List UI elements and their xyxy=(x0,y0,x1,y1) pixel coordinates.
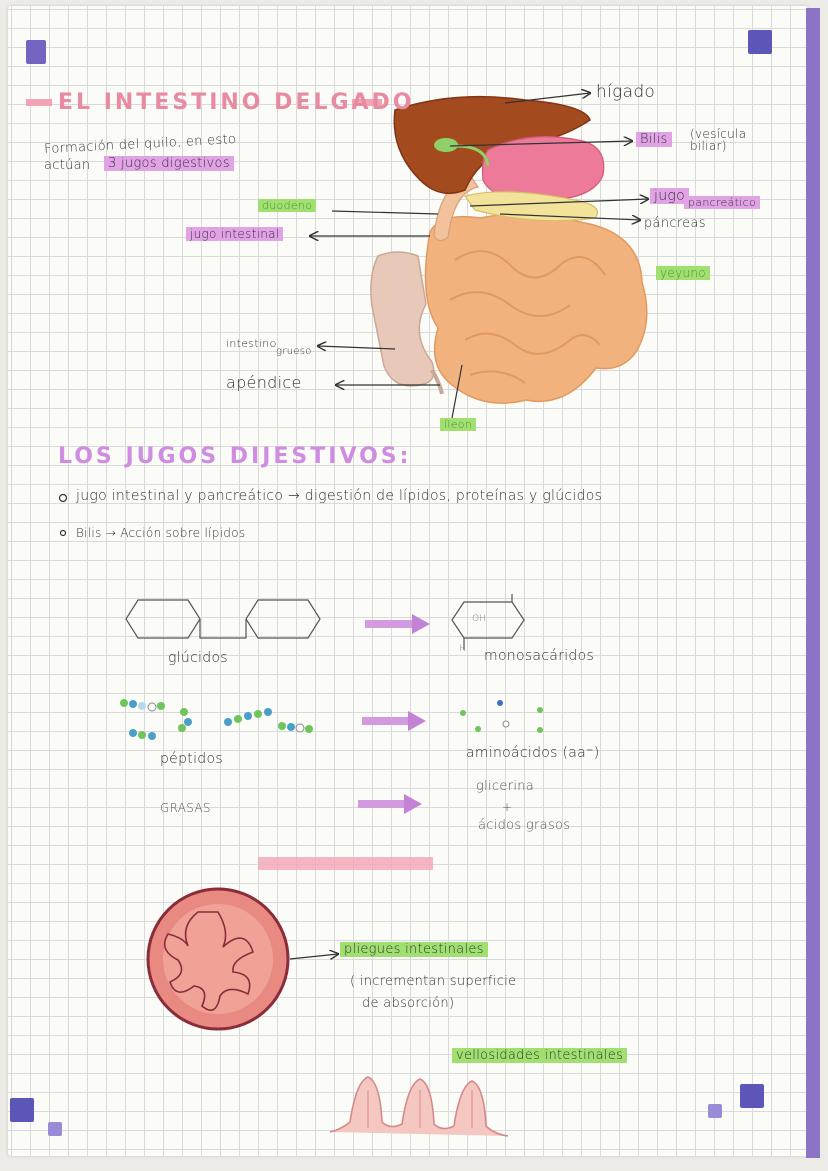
label-higado: hígado xyxy=(596,82,656,102)
label-pancreas: páncreas xyxy=(644,216,706,231)
page-title: EL INTESTINO DELGADO xyxy=(58,90,415,115)
hexagon-product xyxy=(451,601,525,639)
intro-line2-highlight: 3 jugos digestivos xyxy=(104,156,234,171)
title-deco-right xyxy=(352,99,382,106)
intro-line2-prefix: actúan xyxy=(44,158,91,173)
glicerina-label: glicerina xyxy=(476,779,535,794)
bullet-2: Bilis → Acción sobre lípidos xyxy=(76,526,246,540)
label-pancreatico: pancreático xyxy=(684,196,760,209)
h-label: H xyxy=(459,644,467,654)
duodenum xyxy=(433,174,479,242)
separator-bar xyxy=(258,857,433,870)
label-apendice: apéndice xyxy=(226,373,302,392)
label-ileon: íleon xyxy=(440,418,477,431)
peptidos-label: péptidos xyxy=(160,751,223,767)
label-grueso: grueso xyxy=(276,346,312,357)
aminoacidos-label: aminoácidos (aa⁻) xyxy=(466,745,600,761)
folds-shape xyxy=(163,911,254,1012)
small-intestine xyxy=(424,213,648,404)
acidos-grasos-label: ácidos grasos xyxy=(478,818,571,833)
glucidos-label: glúcidos xyxy=(168,650,228,666)
folds-note1: ( incrementan superficie xyxy=(350,974,517,989)
peptide-chains-icon xyxy=(120,699,313,740)
title-deco-left xyxy=(26,99,52,106)
oh-label: OH xyxy=(472,614,487,624)
corner-square-top-left xyxy=(26,40,46,64)
monosacaridos-label: monosacáridos xyxy=(484,648,595,664)
arrow-grasas-icon xyxy=(358,794,422,814)
grasas-label: GRASAS xyxy=(160,801,211,815)
amino-acids-icon xyxy=(460,700,543,733)
label-intestino: intestino xyxy=(226,337,277,350)
corner-square-bottom-left xyxy=(10,1098,34,1122)
label-jugo-intestinal: jugo intestinal xyxy=(186,227,284,241)
gallbladder xyxy=(434,138,458,152)
label-yeyuno: yeyuno xyxy=(656,266,710,280)
small-square-bottom-right xyxy=(708,1104,722,1118)
bullet-1: jugo intestinal y pancreático → digestió… xyxy=(76,488,603,504)
label-jugo: jugo xyxy=(650,188,689,204)
folds-note2: de absorción) xyxy=(362,996,455,1011)
corner-square-top-right xyxy=(748,30,772,54)
large-intestine xyxy=(370,251,435,387)
label-vesicula: (vesícula biliar) xyxy=(690,127,747,153)
bullet-1-icon xyxy=(58,493,68,503)
villi-label: vellosidades intestinales xyxy=(452,1048,628,1063)
appendix-shape xyxy=(430,369,444,395)
plus-label: + xyxy=(502,800,513,814)
folds-label: pliegues intestinales xyxy=(340,942,488,957)
bullet-2-icon xyxy=(59,529,67,537)
arrow-glucidos-icon xyxy=(365,614,430,634)
section-title-jugos: LOS JUGOS DIJESTIVOS: xyxy=(58,444,412,469)
intestine-loops xyxy=(449,250,606,384)
hexagon-right xyxy=(245,599,321,639)
label-bilis: Bilis xyxy=(636,132,672,147)
notebook-spine xyxy=(806,8,820,1158)
stomach xyxy=(481,136,605,201)
villi-shape xyxy=(329,1076,509,1137)
small-square-bottom-left xyxy=(48,1122,62,1136)
label-duodeno: duodeno xyxy=(258,199,317,212)
arrow-peptidos-icon xyxy=(362,711,426,731)
hexagon-left xyxy=(125,599,201,639)
corner-square-bottom-right xyxy=(740,1084,764,1108)
pancreas xyxy=(463,191,599,222)
